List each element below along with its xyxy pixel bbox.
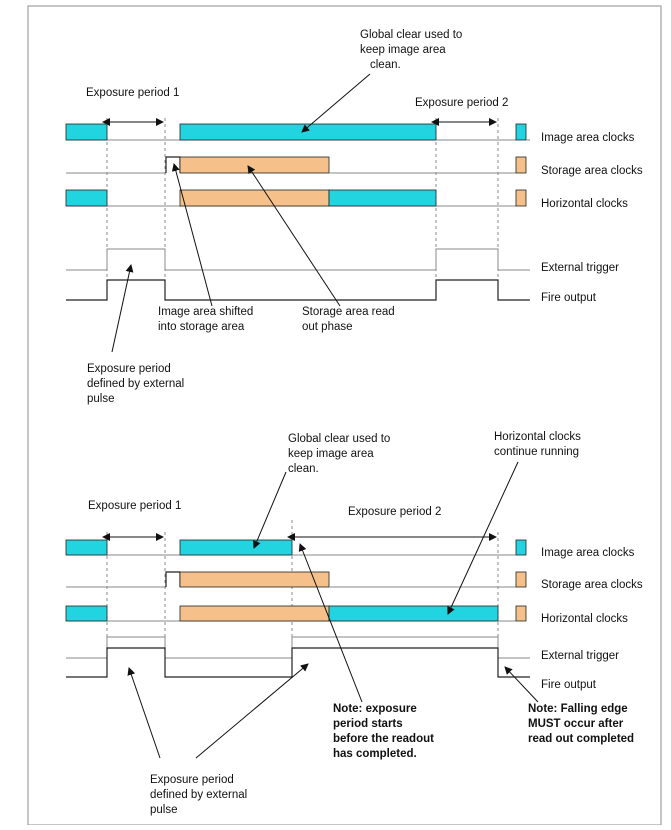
top-exposure1-label: Exposure period 1 <box>86 87 179 99</box>
svg-text:keep image area: keep image area <box>288 448 374 460</box>
bottom-label-storage: Storage area clocks <box>541 579 643 591</box>
bottom-storage-area-row <box>66 571 527 588</box>
svg-text:pulse: pulse <box>150 804 178 816</box>
svg-text:clean.: clean. <box>370 59 401 71</box>
svg-text:Storage area read: Storage area read <box>302 306 395 318</box>
svg-text:into storage area: into storage area <box>158 321 245 333</box>
svg-text:has completed.: has completed. <box>333 748 417 760</box>
bottom-label-image: Image area clocks <box>541 547 635 559</box>
svg-text:Horizontal clocks: Horizontal clocks <box>494 431 581 443</box>
top-defined-label: Exposure period defined by external puls… <box>87 363 184 405</box>
svg-text:Global clear used to: Global clear used to <box>288 433 390 445</box>
svg-text:Exposure period: Exposure period <box>150 774 234 786</box>
bottom-fire-output-trace <box>66 647 530 678</box>
bottom-guide-lines <box>106 520 499 677</box>
bottom-label-fire: Fire output <box>541 679 597 691</box>
top-global-clear-label: Global clear used to keep image area cle… <box>360 29 462 71</box>
bottom-exposure2-label: Exposure period 2 <box>348 506 441 518</box>
top-shifted-label: Image area shifted into storage area <box>158 306 253 333</box>
top-label-fire: Fire output <box>541 292 597 304</box>
top-label-image: Image area clocks <box>541 132 635 144</box>
svg-text:Global clear used to: Global clear used to <box>360 29 462 41</box>
bottom-horizontal-row <box>65 605 527 622</box>
top-label-storage: Storage area clocks <box>541 165 643 177</box>
svg-text:clean.: clean. <box>288 463 319 475</box>
bottom-image-area-row <box>65 539 527 556</box>
top-image-area-row <box>65 123 530 141</box>
top-readout-arrow <box>247 165 341 307</box>
svg-text:period starts: period starts <box>333 718 403 730</box>
bottom-signal-labels: Image area clocks Storage area clocks Ho… <box>541 547 643 691</box>
svg-text:MUST occur after: MUST occur after <box>528 718 624 730</box>
top-horizontal-row <box>65 189 527 207</box>
top-storage-area-row <box>66 156 527 174</box>
top-guide-lines <box>106 118 499 300</box>
top-timing-diagram: Image area clocks Storage area clocks Ho… <box>65 29 643 405</box>
top-signal-labels: Image area clocks Storage area clocks Ho… <box>541 132 643 304</box>
svg-text:Note: exposure: Note: exposure <box>333 703 417 715</box>
svg-text:Image area shifted: Image area shifted <box>158 306 253 318</box>
bottom-horiz-continue-label: Horizontal clocks continue running <box>494 431 581 458</box>
svg-text:continue running: continue running <box>494 446 579 458</box>
bottom-defined-arrow1 <box>127 667 161 759</box>
bottom-note-exposure-starts: Note: exposure period starts before the … <box>333 703 434 760</box>
top-label-trigger: External trigger <box>541 262 619 274</box>
top-label-horizontal: Horizontal clocks <box>541 198 628 210</box>
bottom-global-clear-label: Global clear used to keep image area cle… <box>288 433 390 475</box>
svg-text:Exposure period: Exposure period <box>87 363 171 375</box>
svg-text:pulse: pulse <box>87 393 115 405</box>
bottom-note2-arrow <box>504 666 539 703</box>
bottom-global-clear-arrow <box>253 471 287 549</box>
bottom-label-trigger: External trigger <box>541 650 619 662</box>
svg-text:keep image area: keep image area <box>360 44 446 56</box>
top-external-trigger-trace <box>66 248 530 271</box>
bottom-exposure1-label: Exposure period 1 <box>88 500 181 512</box>
bottom-defined-arrow2 <box>195 663 309 759</box>
top-fire-output-trace <box>66 279 530 301</box>
top-exposure2-label: Exposure period 2 <box>415 97 508 109</box>
svg-text:out phase: out phase <box>302 321 353 333</box>
bottom-timing-diagram: Image area clocks Storage area clocks Ho… <box>65 431 643 816</box>
top-shifted-arrow <box>171 163 213 307</box>
svg-text:before the readout: before the readout <box>333 733 434 745</box>
bottom-horiz-continue-arrow <box>447 461 519 615</box>
bottom-label-horizontal: Horizontal clocks <box>541 613 628 625</box>
bottom-defined-label: Exposure period defined by external puls… <box>150 774 247 816</box>
top-defined-arrow <box>111 264 134 353</box>
svg-text:read out completed: read out completed <box>528 733 634 745</box>
bottom-note-falling-edge: Note: Falling edge MUST occur after read… <box>528 703 634 745</box>
top-readout-label: Storage area read out phase <box>302 306 395 333</box>
svg-text:defined by external: defined by external <box>150 789 247 801</box>
svg-text:defined by external: defined by external <box>87 378 184 390</box>
top-global-clear-arrow <box>301 73 371 133</box>
bottom-note1-arrow <box>298 543 363 703</box>
svg-text:Note: Falling edge: Note: Falling edge <box>528 703 628 715</box>
